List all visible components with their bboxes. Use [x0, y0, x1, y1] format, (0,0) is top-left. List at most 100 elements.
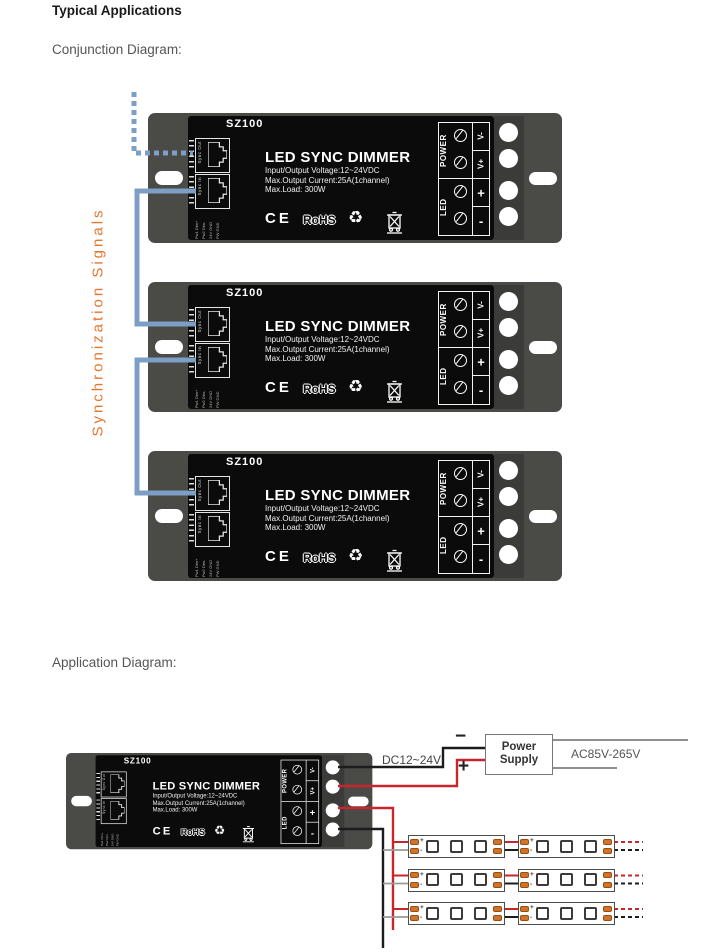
led-chip — [584, 839, 597, 853]
solder-pad-plus — [603, 838, 612, 845]
ac-voltage-label: AC85V-265V — [571, 747, 641, 761]
pad-minus-label: - — [420, 914, 423, 921]
led-sync-dimmer-device: SZ100 Sync Out Sync In Pw1 Dim+ Pw2 Dim-… — [148, 282, 562, 412]
vplus-label: V+ — [476, 497, 486, 508]
device-title: LED SYNC DIMMER — [265, 487, 411, 504]
weee-bin-icon — [387, 380, 402, 403]
plus-pin-label: + — [477, 354, 485, 369]
solder-pad-minus — [493, 848, 502, 854]
spec-current: Max.Output Current:25A(1channel) — [265, 513, 390, 523]
sync-out-port: Sync Out — [195, 138, 230, 173]
pin-label: Pw2 Dim- — [201, 221, 206, 239]
recycle-icon: ♻ — [348, 377, 364, 396]
pin-label: PW GND — [215, 222, 220, 239]
sync-in-label: Sync In — [197, 177, 202, 196]
conjunction-heading: Conjunction Diagram: — [52, 42, 182, 57]
rohs-icon: RoHS — [303, 382, 336, 396]
pin-function-labels: Pw1 Dim+ Pw2 Dim- 24V GND PW GND — [194, 210, 231, 239]
sync-in-port: Sync In — [195, 512, 230, 547]
rj45-plug-icon — [208, 178, 227, 203]
model-label: SZ100 — [123, 756, 152, 766]
solder-pad-plus — [410, 872, 419, 878]
screw-terminal-icon — [292, 826, 303, 836]
solder-pad-minus — [603, 915, 612, 921]
pin-cell-vplus: V+ — [473, 489, 489, 517]
terminal-block: POWER V- V+ LED + — [438, 291, 490, 405]
power-pin-column: V- V+ — [305, 760, 319, 802]
mounting-slot-right — [529, 341, 557, 354]
pin-cell-vminus: V- — [473, 292, 489, 320]
pin-label: PW GND — [215, 391, 220, 408]
solder-pad-minus — [603, 848, 612, 854]
pad-minus-label: - — [530, 914, 533, 921]
minus-pin-label: - — [478, 551, 484, 567]
screw-terminal-icon — [454, 325, 467, 338]
pin-function-labels: Pw1 Dim+ Pw2 Dim- 24V GND PW GND — [194, 379, 231, 408]
solder-pad-plus — [520, 905, 529, 912]
led-strip-row2-a: + - — [408, 868, 505, 892]
wire-holes-panel — [494, 285, 524, 409]
led-terminal-section: LED + - — [439, 348, 489, 404]
pin-ticks-in — [189, 345, 194, 375]
screw-terminal-icon — [454, 550, 467, 563]
certification-marks: CE RoHS ♻ — [153, 823, 271, 843]
spec-load: Max.Load: 300W — [265, 354, 326, 363]
sync-in-label: Sync In — [102, 800, 106, 815]
wire-hole-vminus — [499, 291, 518, 311]
sync-out-label: Sync Out — [197, 310, 202, 333]
pin-cell-minus: - — [473, 545, 489, 573]
screw-terminal-icon — [454, 156, 467, 169]
led-terminal-section: LED + - — [281, 801, 319, 844]
strip-continue-plus — [614, 841, 643, 910]
spec-current: Max.Output Current:25A(1channel) — [152, 799, 245, 806]
rj45-plug-icon — [208, 142, 227, 167]
solder-pad-minus — [410, 848, 419, 854]
led-pin-column: + - — [472, 179, 489, 235]
psu-plus-sign: + — [458, 756, 470, 777]
pin-label: Pw1 Dim+ — [194, 389, 199, 408]
dimmer-device-application: SZ100 Sync Out Sync In Pw1 Dim+ Pw2 Dim-… — [66, 753, 480, 883]
led-chip — [474, 873, 487, 886]
screw-terminal-icon — [292, 806, 303, 816]
mounting-slot-right — [347, 796, 369, 807]
pin-cell-plus: + — [473, 348, 489, 376]
solder-pad-minus — [520, 915, 529, 921]
led-strip: + - — [408, 868, 505, 892]
led-chip — [560, 873, 573, 886]
recycle-icon: ♻ — [214, 823, 226, 838]
solder-pad-plus — [410, 838, 419, 845]
terminal-block: POWER V- V+ LED + — [438, 122, 490, 236]
led-terminal-section: LED + - — [439, 179, 489, 235]
mounting-slot-left — [155, 171, 183, 185]
screw-terminal-icon — [292, 784, 303, 795]
vminus-label: V- — [476, 301, 486, 310]
wire-hole-vminus — [499, 122, 518, 142]
pad-plus-label: + — [420, 837, 424, 844]
wire-hole-vminus — [499, 460, 518, 480]
wire-holes-panel — [494, 454, 524, 578]
screw-terminal-icon — [292, 764, 303, 775]
pin-ticks-out — [189, 140, 194, 170]
pad-minus-label: - — [420, 847, 423, 854]
pin-label: Pw1 Dim+ — [100, 832, 104, 847]
pin-function-labels: Pw1 Dim+ Pw2 Dim- 24V GND PW GND — [194, 548, 231, 577]
led-chip — [450, 839, 463, 853]
led-chip — [560, 906, 573, 920]
sync-out-port: Sync Out — [195, 476, 230, 511]
pin-label: 24V GND — [208, 559, 213, 577]
terminal-block: POWER V- V+ LED + — [438, 460, 490, 574]
plus-pin-label: + — [477, 185, 485, 200]
led-sync-dimmer-device: SZ100 Sync Out Sync In Pw1 Dim+ Pw2 Dim-… — [148, 113, 562, 243]
device-title: LED SYNC DIMMER — [265, 318, 411, 335]
power-group-label: POWER — [439, 472, 448, 505]
led-chip — [584, 873, 597, 886]
pin-ticks-in — [189, 514, 194, 544]
certification-marks: CE RoHS ♻ — [265, 545, 425, 572]
power-supply-box: Power Supply — [485, 734, 553, 775]
wire-hole-vplus — [499, 317, 518, 337]
recycle-icon: ♻ — [348, 208, 364, 227]
vplus-label: V+ — [309, 787, 316, 795]
plus-pin-label: + — [477, 523, 485, 538]
weee-bin-icon — [242, 826, 254, 843]
power-group-label: POWER — [439, 134, 448, 167]
